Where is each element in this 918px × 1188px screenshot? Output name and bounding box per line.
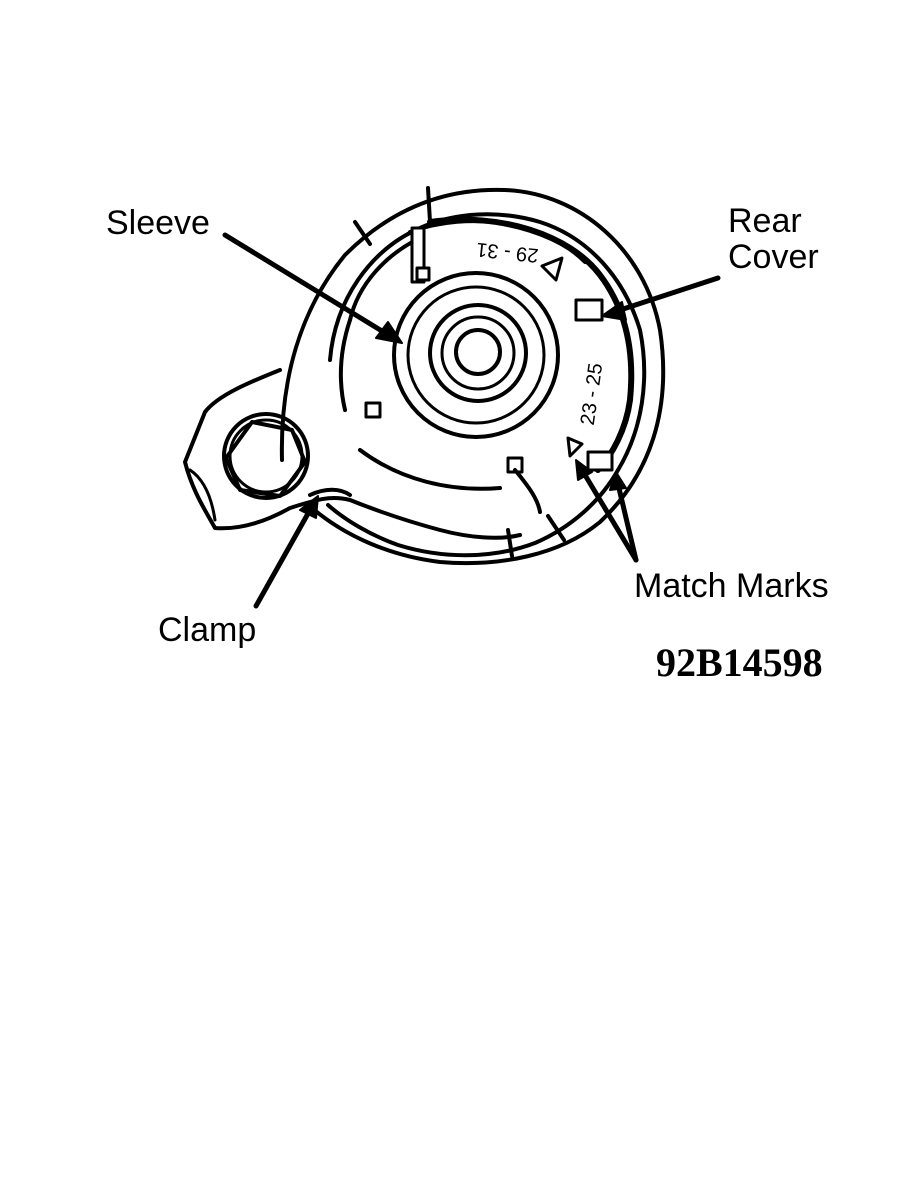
clamp-arrowhead — [299, 495, 319, 519]
clamp — [183, 368, 522, 540]
rear-cover-label-line-1: Rear — [728, 202, 802, 240]
rear-cover-arrow — [611, 275, 721, 315]
sleeve-label: Sleeve — [106, 204, 210, 242]
rear-cover-label-line-2: Cover — [728, 238, 819, 276]
clamp-label: Clamp — [158, 611, 257, 649]
sleeve-arrow — [222, 232, 393, 339]
clamp-arrow — [253, 507, 313, 609]
scale-arc: 29 - 31 23 - 25 — [427, 216, 635, 473]
rear-cover-label: Rear Cover — [728, 203, 819, 275]
match-mark-arrow-2 — [615, 481, 639, 563]
rear-cover-arrowhead — [601, 301, 627, 321]
match-mark-arrowhead-2 — [609, 471, 627, 491]
hex-bolt — [224, 420, 307, 498]
match-mark-arrow-1 — [579, 467, 639, 563]
match-mark-arrowhead-1 — [575, 459, 593, 481]
top-match-triangle — [540, 256, 564, 282]
match-marks-label: Match Marks — [634, 567, 829, 605]
figure-number: 92B14598 — [656, 640, 823, 685]
sleeve-arrowhead — [375, 321, 403, 344]
sleeve — [392, 271, 560, 439]
leader-arrows — [222, 232, 721, 609]
scale-mark-right: 23 - 25 — [577, 362, 607, 427]
right-match-triangle — [566, 436, 584, 458]
scale-mark-top: 29 - 31 — [475, 238, 539, 266]
